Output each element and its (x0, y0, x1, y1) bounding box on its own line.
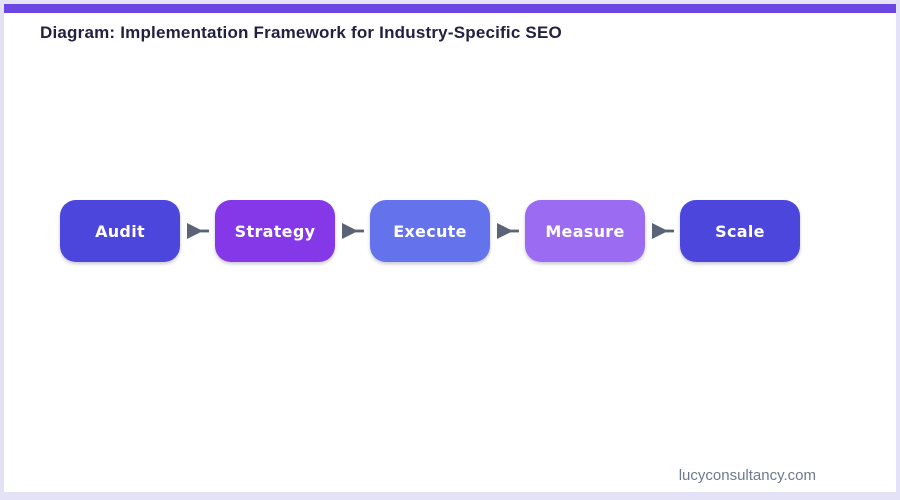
flow-step-scale: Scale (680, 200, 800, 262)
flow-step-execute: Execute (370, 200, 490, 262)
arrow-right-icon (335, 221, 370, 241)
arrow-right-icon (490, 221, 525, 241)
top-accent-bar (4, 4, 896, 13)
page-title: Diagram: Implementation Framework for In… (40, 23, 562, 42)
flow-step-strategy: Strategy (215, 200, 335, 262)
flow-step-measure: Measure (525, 200, 645, 262)
arrow-right-icon (180, 221, 215, 241)
arrow-right-icon (645, 221, 680, 241)
diagram-card: Diagram: Implementation Framework for In… (4, 4, 896, 492)
footer-website: lucyconsultancy.com (678, 467, 816, 484)
flow-diagram: Audit Strategy Execute Measure Scale (60, 200, 800, 262)
flow-step-audit: Audit (60, 200, 180, 262)
